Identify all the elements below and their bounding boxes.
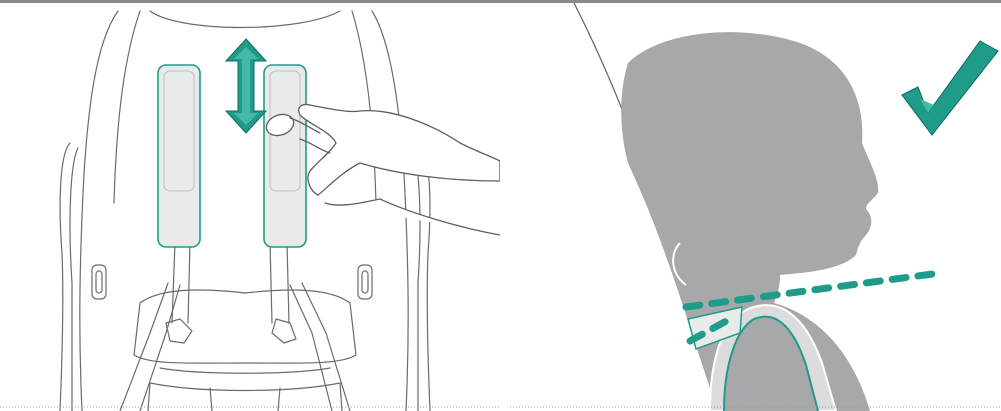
side-knob-right [358,265,372,299]
checkmark-icon [902,41,998,135]
seat-back-outline [80,11,118,411]
bottom-dotted-rule [0,404,1001,410]
double-arrow-icon [226,39,266,133]
left-panel-harness-adjust [0,3,500,411]
buckle-right [272,319,296,343]
seat-frame-left [60,143,70,411]
side-knob-left [92,265,106,299]
shoulder-pad-right [264,65,306,247]
right-panel-head-profile [510,3,1001,411]
head-profile-drawing [510,3,1001,411]
harness-drawing [0,3,500,411]
shoulder-pad-left [158,65,200,247]
